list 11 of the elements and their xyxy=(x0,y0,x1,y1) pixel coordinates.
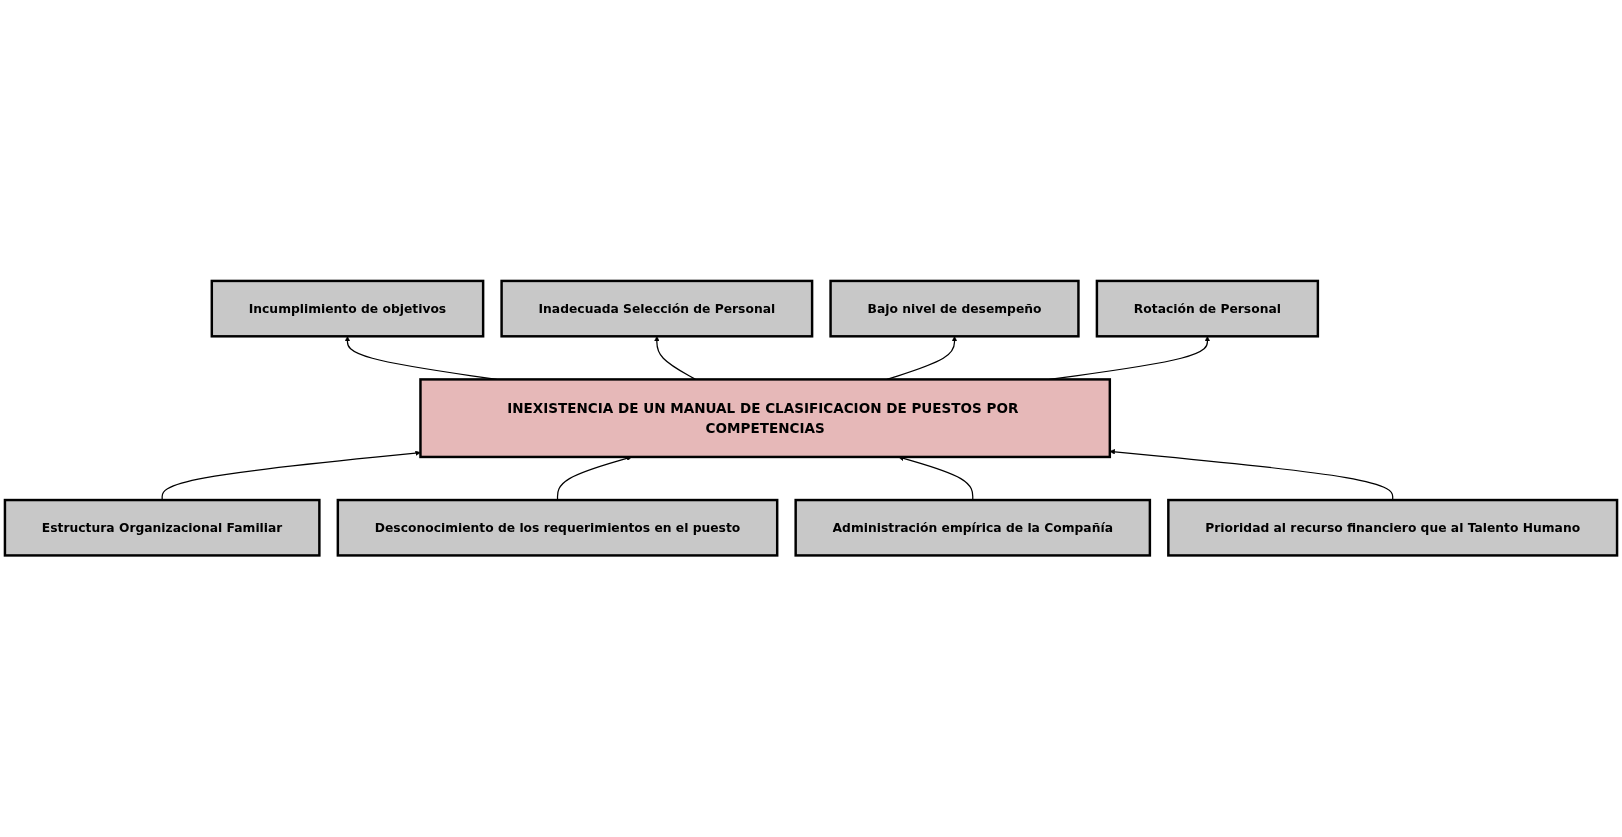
node-box: Inadecuada Selección de Personal xyxy=(500,280,814,338)
node-box: Desconocimiento de los requerimientos en el puesto xyxy=(336,499,779,557)
node-box: Estructura Organizacional Familiar xyxy=(3,499,321,557)
node-box: Incumplimiento de objetivos xyxy=(210,280,485,338)
node-box: Bajo nivel de desempeño xyxy=(829,280,1080,338)
node-box: Prioridad al recurso financiero que al Talento Humano xyxy=(1167,499,1619,557)
node-box: INEXISTENCIA DE UN MANUAL DE CLASIFICACION DE PUESTOS POR COMPETENCIAS xyxy=(419,378,1112,459)
node-box: Rotación de Personal xyxy=(1095,280,1320,338)
node-box: Administración empírica de la Compañía xyxy=(794,499,1152,557)
arrow xyxy=(161,450,421,501)
arrow xyxy=(1109,449,1394,501)
